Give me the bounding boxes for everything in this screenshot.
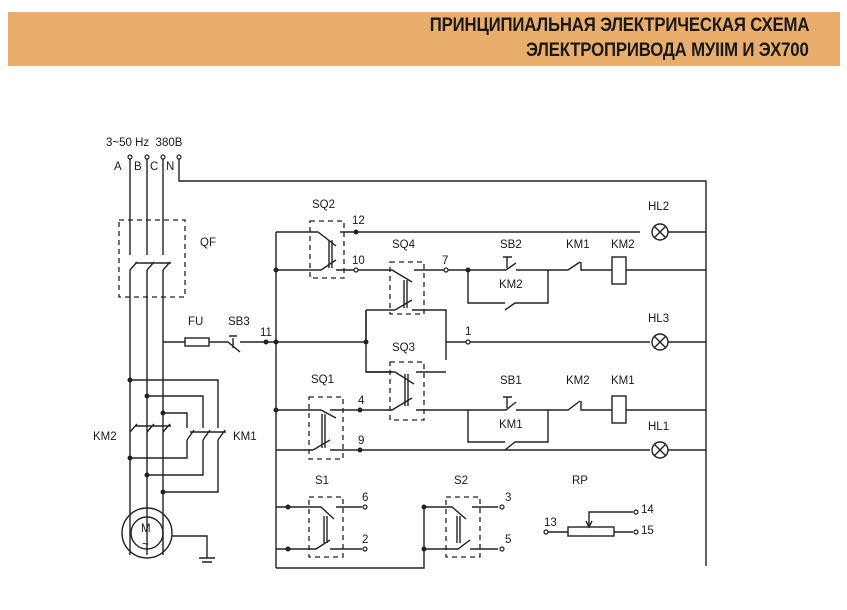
motor-ac-symbol: ~: [142, 539, 149, 551]
node-3-label: 3: [505, 492, 511, 504]
phase-c-label: C: [150, 161, 158, 173]
node-12-label: 12: [352, 215, 365, 227]
km2-coil-label: KM2: [611, 239, 635, 251]
km1-coil-label: KM1: [611, 375, 635, 387]
supply-spec-label: 3~50 Hz 380B: [106, 137, 183, 149]
sq2-label: SQ2: [312, 199, 335, 211]
row-hl3-circuit: [276, 310, 706, 351]
contactor-km2-label: KM2: [93, 431, 117, 443]
node-15-label: 15: [641, 525, 654, 537]
node-10-label: 10: [352, 255, 365, 267]
limit-switch-sq2: [273, 220, 640, 283]
switch-s1: [276, 496, 498, 569]
sq3-label: SQ3: [392, 342, 415, 354]
phase-n-label: N: [166, 161, 174, 173]
lamp-hl1: [651, 441, 706, 459]
node-13-label: 13: [544, 517, 557, 529]
potentiometer-rp: [543, 509, 639, 537]
fuse-fu-label: FU: [188, 316, 203, 328]
sb1-label: SB1: [500, 375, 522, 387]
phase-wires: [127, 154, 707, 566]
row-km2-circuit: [467, 256, 706, 311]
limit-switch-sq3: [356, 361, 468, 421]
hl3-label: HL3: [648, 313, 669, 325]
node-4-label: 4: [358, 395, 365, 407]
km2-interlock-label: KM2: [566, 375, 590, 387]
sb2-label: SB2: [500, 239, 522, 251]
switch-s2: [445, 496, 505, 558]
node-2-label: 2: [362, 534, 368, 546]
km1-interlock-label: KM1: [566, 239, 590, 251]
node-1-label: 1: [465, 326, 471, 338]
stop-button-sb3-label: SB3: [228, 316, 250, 328]
hl2-label: HL2: [648, 201, 669, 213]
phase-b-label: B: [134, 161, 142, 173]
power-contactors: [127, 377, 226, 495]
node-14-label: 14: [641, 504, 654, 516]
s1-label: S1: [315, 475, 329, 487]
km1-hold-contact-label: KM1: [499, 419, 523, 431]
sq4-label: SQ4: [392, 239, 416, 251]
phase-a-label: A: [114, 161, 122, 173]
control-feed: [163, 335, 279, 353]
hl1-label: HL1: [648, 421, 669, 433]
motor: [121, 507, 215, 563]
node-6-label: 6: [362, 492, 368, 504]
s2-label: S2: [454, 475, 468, 487]
node-5-label: 5: [505, 534, 511, 546]
node-11-label: 11: [260, 327, 272, 339]
breaker-qf-label: QF: [200, 237, 216, 249]
limit-switch-sq4: [365, 261, 506, 373]
rp-label: RP: [572, 475, 588, 487]
sq1-label: SQ1: [311, 374, 334, 386]
motor-label: M: [141, 523, 151, 535]
limit-switch-sq1: [273, 396, 650, 460]
node-9-label: 9: [358, 435, 364, 447]
lamp-hl2: [651, 223, 706, 241]
title-banner: [8, 12, 840, 66]
diagram-title-line1: ПРИНЦИПИАЛЬНАЯ ЭЛЕКТРИЧЕСКАЯ СХЕМА: [429, 14, 810, 36]
row-km1-circuit: [467, 395, 706, 451]
km2-hold-contact-label: KM2: [499, 279, 523, 291]
contactor-km1-label: KM1: [233, 431, 257, 443]
diagram-title-line2: ЭЛЕКТРОПРИВОДА МУIIМ И ЭХ700: [526, 39, 809, 61]
breaker-qf: [118, 219, 186, 555]
node-7-label: 7: [442, 255, 448, 267]
